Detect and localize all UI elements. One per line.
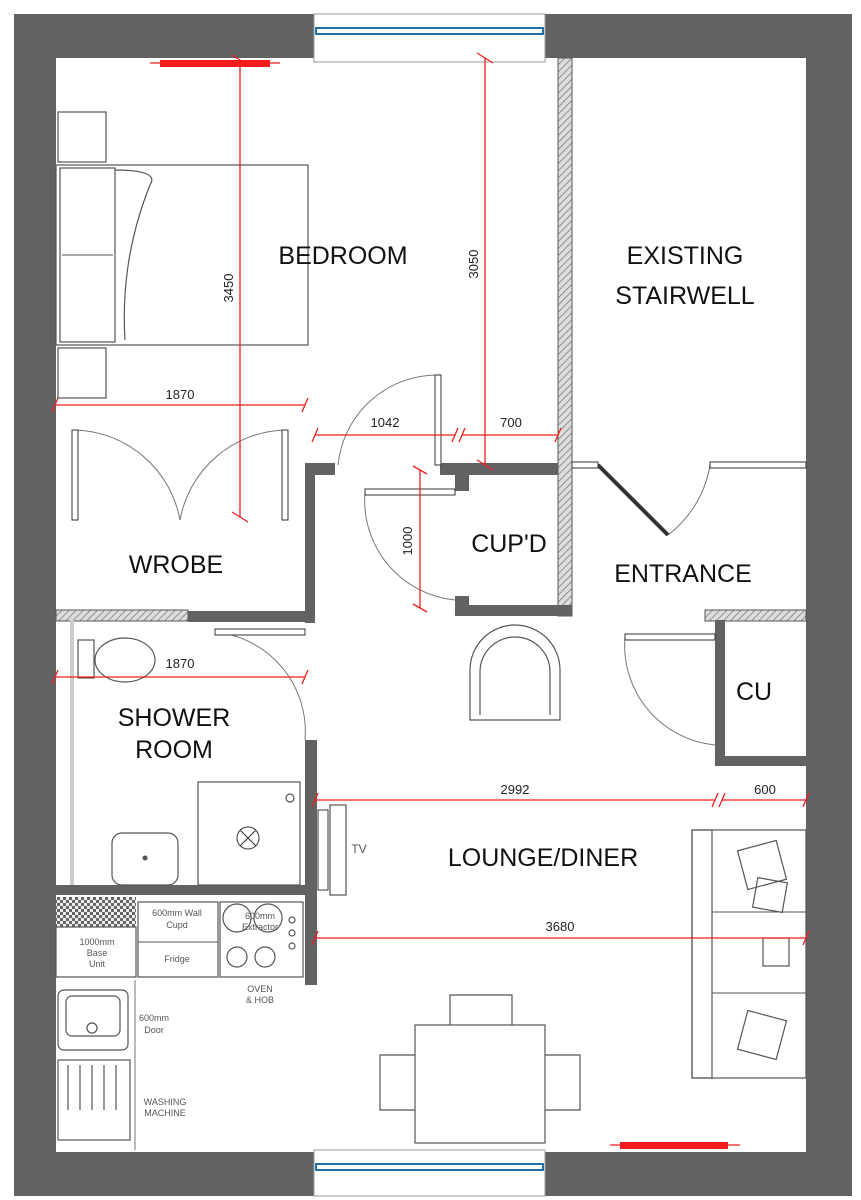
dim-bedroom-depth: 3450 — [221, 274, 236, 303]
base-unit-label: 1000mm — [79, 937, 114, 947]
window-bottom — [313, 1149, 546, 1197]
bed — [55, 111, 309, 399]
dim-shower-width: 1870 — [166, 656, 195, 671]
fridge-label: Fridge — [164, 954, 190, 964]
dim-bedroom-depth-2: 3050 — [466, 250, 481, 279]
dim-wardrobe-width: 1870 — [166, 387, 195, 402]
room-label-bedroom: BEDROOM — [278, 242, 407, 270]
oven-label: OVEN — [247, 984, 273, 994]
base-unit-label-2: Base — [87, 948, 108, 958]
room-label-stairwell: EXISTING — [627, 242, 744, 270]
room-label-entrance: ENTRANCE — [614, 560, 752, 588]
window-top — [313, 13, 546, 63]
base-unit-label-3: Unit — [89, 959, 106, 969]
room-label-stairwell-2: STAIRWELL — [615, 282, 754, 310]
sofa — [691, 829, 807, 1079]
extractor-label: 600mm — [245, 911, 275, 921]
extractor-label-2: Extractor — [242, 922, 278, 932]
washing-label: WASHING — [144, 1097, 187, 1107]
wall-cupd-label: 600mm Wall — [152, 908, 202, 918]
doors — [71, 374, 807, 746]
toilet-shower — [77, 637, 156, 683]
tv-label: TV — [351, 842, 366, 856]
toilet-hall — [469, 624, 561, 721]
door-label-2: Door — [144, 1025, 164, 1035]
door-label: 600mm — [139, 1013, 169, 1023]
dim-lounge-width: 2992 — [501, 782, 530, 797]
dim-cu-width: 600 — [754, 782, 776, 797]
dim-hall-depth: 1000 — [400, 527, 415, 556]
oven-label-2: & HOB — [246, 995, 274, 1005]
internal-walls — [55, 57, 807, 985]
kitchen: 600mm Wall Cupd Fridge 600mm Extractor 1… — [55, 897, 304, 1150]
room-label-wardrobe: WROBE — [129, 551, 223, 579]
dim-hall-width: 1042 — [371, 415, 400, 430]
room-label-lounge: LOUNGE/DINER — [448, 844, 638, 872]
washing-label-2: MACHINE — [144, 1108, 186, 1118]
dining-table — [379, 994, 581, 1144]
shower-tray — [197, 781, 301, 886]
tv-unit: TV — [317, 804, 367, 896]
dim-hall-gap: 700 — [500, 415, 522, 430]
room-label-shower: SHOWER — [118, 704, 231, 732]
basin — [111, 832, 179, 886]
room-label-cu: CU — [736, 678, 772, 706]
dimension-lines — [51, 52, 810, 946]
room-label-shower-2: ROOM — [135, 736, 213, 764]
dim-lounge-full-width: 3680 — [546, 919, 575, 934]
room-label-cupboard: CUP'D — [471, 530, 547, 558]
wall-cupd-label-2: Cupd — [166, 920, 188, 930]
